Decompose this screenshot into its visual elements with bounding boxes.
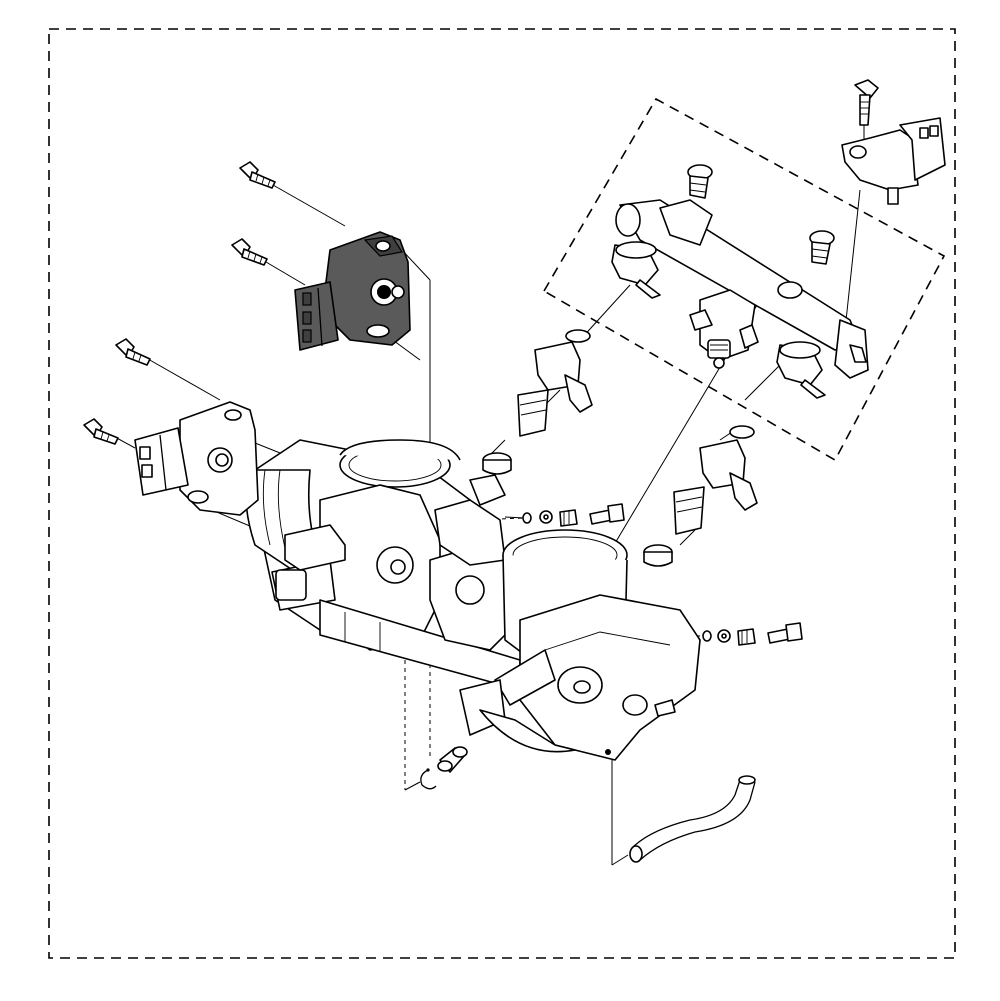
bush [437, 746, 468, 773]
idle-adjust-screw-upper [522, 503, 625, 527]
fuel-rail-subassembly-boundary [542, 97, 946, 462]
screw-rail-1 [687, 164, 713, 199]
pressure-sensor [841, 79, 946, 205]
screw-tps-upper-2 [231, 238, 268, 266]
screw-tps-upper-1 [239, 161, 276, 189]
screw-tps-lower-2 [83, 418, 119, 445]
throttle-position-sensor-upper [294, 231, 411, 351]
breather-hose [629, 775, 756, 863]
throttle-position-sensor-lower [134, 401, 259, 516]
circlip [420, 768, 437, 790]
idle-adjust-screw-lower [702, 622, 803, 646]
fuel-injector-left [482, 329, 593, 475]
throttle-body [245, 439, 701, 761]
fuel-rail [611, 199, 869, 399]
screw-tps-lower-1 [115, 338, 151, 366]
fuel-injector-right [643, 425, 758, 567]
screw-rail-2 [809, 230, 835, 265]
fuel-pressure-regulator [689, 289, 759, 369]
assembly-boundary [48, 28, 956, 959]
